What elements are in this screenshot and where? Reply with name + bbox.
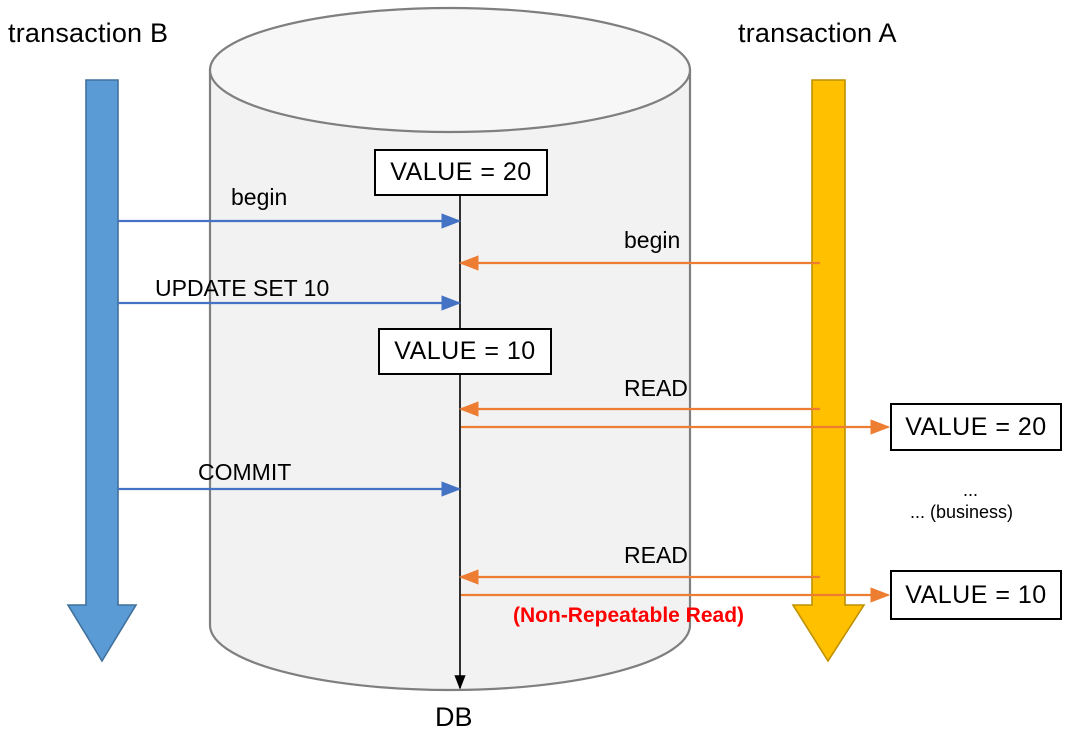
business-note: ... (business)	[910, 502, 1014, 522]
transaction-b-lifeline-arrow	[66, 79, 138, 663]
non-repeatable-read-warning: (Non-Repeatable Read)	[513, 604, 745, 627]
business-ellipsis: ...	[963, 480, 979, 500]
db-cylinder	[208, 6, 692, 692]
label-a-read-first: READ	[624, 375, 688, 401]
read-result-second: VALUE = 10	[890, 570, 1062, 620]
transaction-a-title: transaction A	[738, 18, 897, 48]
read-result-first: VALUE = 20	[890, 403, 1062, 451]
db-state-updated: VALUE = 10	[378, 328, 552, 375]
transaction-a-lifeline-arrow	[791, 79, 866, 663]
db-state-initial: VALUE = 20	[374, 149, 548, 196]
label-b-commit: COMMIT	[198, 459, 292, 485]
db-label: DB	[435, 702, 473, 732]
label-a-begin: begin	[624, 227, 681, 253]
transaction-b-title: transaction B	[8, 18, 169, 48]
label-b-update: UPDATE SET 10	[155, 275, 330, 301]
label-a-read-second: READ	[624, 542, 688, 568]
label-b-begin: begin	[231, 184, 288, 210]
